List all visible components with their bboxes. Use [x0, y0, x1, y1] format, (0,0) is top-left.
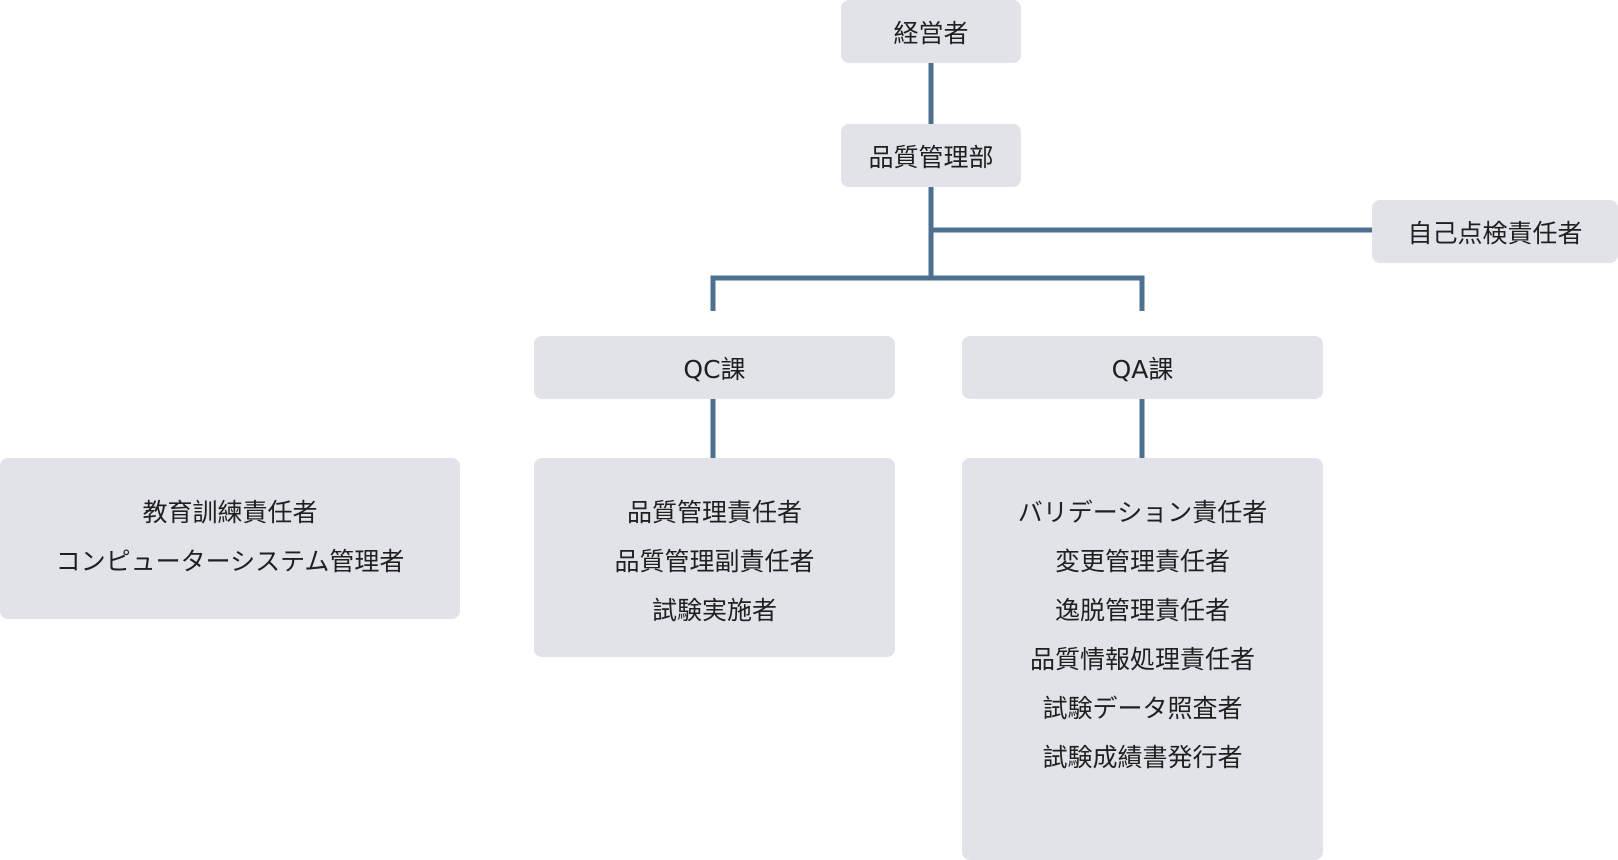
qc-section-box: QC課 — [534, 336, 895, 399]
quality-dept-box: 品質管理部 — [841, 124, 1021, 187]
qa-section-label: QA課 — [1111, 354, 1174, 384]
qc-member-item: 品質管理責任者 — [626, 498, 802, 527]
qc-members-box: 品質管理責任者 品質管理副責任者 試験実施者 — [534, 458, 895, 657]
qa-members-box: バリデーション責任者 変更管理責任者 逸脱管理責任者 品質情報処理責任者 試験デ… — [962, 458, 1323, 860]
qc-member-item: 品質管理副責任者 — [614, 547, 815, 576]
qc-section-label: QC課 — [683, 354, 746, 384]
other-roles-box: 教育訓練責任者 コンピューターシステム管理者 — [0, 458, 460, 619]
other-role-item: コンピューターシステム管理者 — [55, 547, 405, 576]
other-role-item: 教育訓練責任者 — [142, 498, 318, 527]
executive-box: 経営者 — [841, 0, 1021, 63]
qa-member-item: 試験成績書発行者 — [1042, 743, 1243, 772]
executive-label: 経営者 — [893, 18, 969, 48]
qa-member-item: 試験データ照査者 — [1042, 694, 1243, 723]
qa-member-item: 品質情報処理責任者 — [1029, 645, 1255, 674]
qa-member-item: 逸脱管理責任者 — [1054, 596, 1230, 625]
self-inspection-label: 自己点検責任者 — [1407, 218, 1583, 248]
qc-member-item: 試験実施者 — [651, 596, 777, 625]
self-inspection-box: 自己点検責任者 — [1372, 200, 1618, 263]
connector-branch — [710, 275, 1145, 311]
qa-member-item: 変更管理責任者 — [1054, 547, 1230, 576]
quality-dept-label: 品質管理部 — [868, 142, 994, 172]
qa-section-box: QA課 — [962, 336, 1323, 399]
qa-member-item: バリデーション責任者 — [1017, 498, 1268, 527]
